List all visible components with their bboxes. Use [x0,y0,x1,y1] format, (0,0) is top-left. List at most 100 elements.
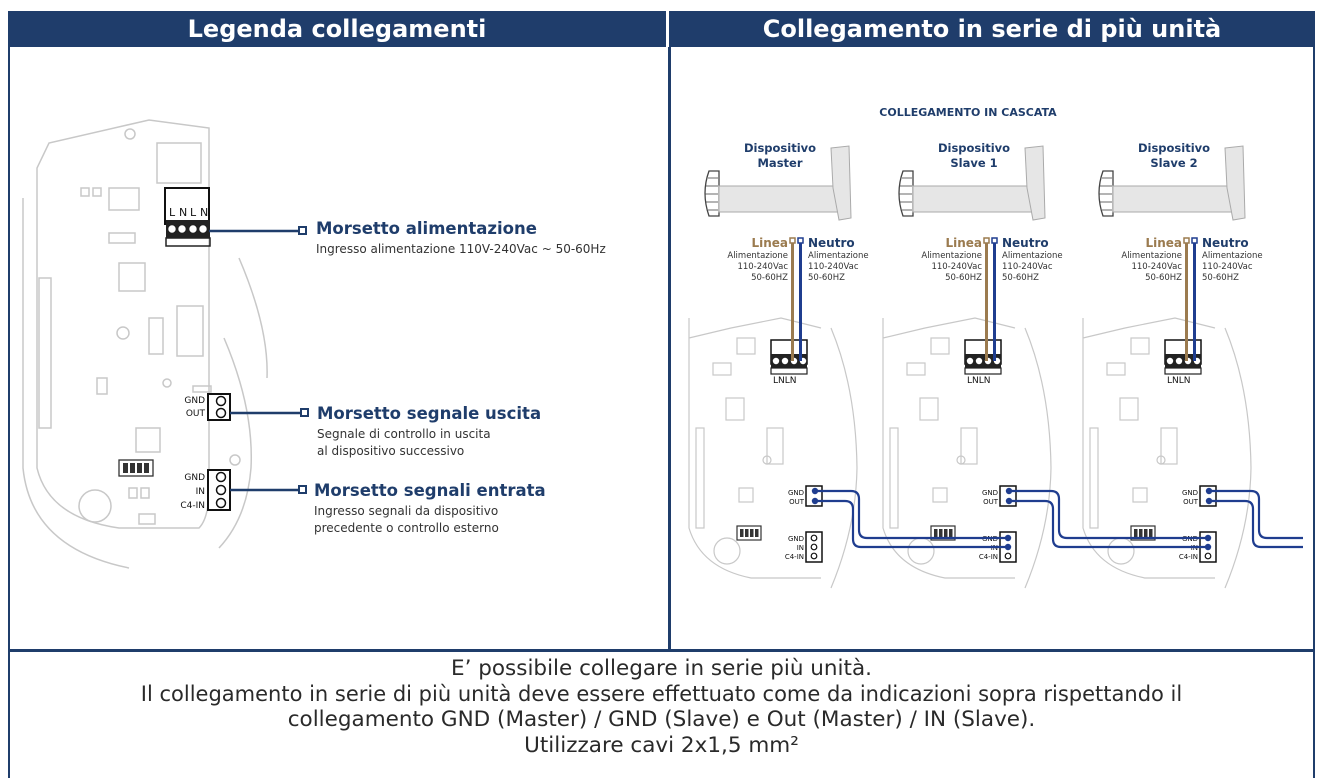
power-wires [789,237,804,361]
unit-master: Dispositivo Master Linea Neutro Alimenta… [688,141,869,589]
supply-right-1: Alimentazione [808,251,869,261]
power-terminal: L N L N [164,187,211,247]
board-edge [22,198,130,569]
legend-diagram: L N L N GND OUT GND IN C4-IN [22,119,606,569]
diagram-panel-border [8,47,1315,652]
supply-left-2: 110-240Vac [931,262,982,272]
terminal-letter-n1: N [179,206,187,219]
ribbon-connector [176,305,204,357]
supply-right-2: 110-240Vac [1202,262,1253,272]
board-curve [218,337,253,549]
pin-gnd-out: GND [982,489,998,497]
device-illustration [898,145,1046,221]
supply-left-3: 50-60HZ [1145,273,1182,283]
pin-c4-in: C4-IN [180,501,205,511]
supply-right-2: 110-240Vac [1002,262,1053,272]
callout-power-title: Morsetto alimentazione [316,219,537,238]
footer-notes: E’ possibile collegare in serie più unit… [8,652,1315,778]
regulator [118,262,146,292]
terminal-label: LNLN [773,376,797,386]
neutro-label: Neutro [1002,236,1049,250]
pin-out: OUT [186,409,206,419]
supply-left-1: Alimentazione [727,251,788,261]
power-wires [1183,237,1198,361]
unit-slave-2: Dispositivo Slave 2 Linea Neutro Aliment… [1082,141,1263,589]
supply-left-1: Alimentazione [921,251,982,261]
unit-slave-1: Dispositivo Slave 1 Linea Neutro Aliment… [882,141,1063,589]
device-label-line1: Dispositivo [744,141,816,155]
pin-gnd-in: GND [788,535,804,543]
pin-c4-in: C4-IN [979,553,998,561]
pin-gnd-in: GND [184,473,205,483]
callout-output-desc-2: al dispositivo successivo [317,444,464,458]
terminal-letter-l2: L [190,206,197,219]
screw-icon [116,326,130,340]
terminal-letter-l1: L [169,206,176,219]
board-block [156,142,202,184]
supply-right-3: 50-60HZ [1202,273,1239,283]
callout-output-desc-1: Segnale di controllo in uscita [317,427,491,441]
callout-input-title: Morsetto segnali entrata [314,481,546,500]
supply-left-2: 110-240Vac [1131,262,1182,272]
supply-left-3: 50-60HZ [751,273,788,283]
power-wires [983,237,998,361]
callout-output-title: Morsetto segnale uscita [317,404,541,423]
series-header: Collegamento in serie di più unità [669,11,1315,47]
callout-input-desc-1: Ingresso segnali da dispositivo [314,504,498,518]
device-label-line2: Master [757,156,802,170]
supply-left-1: Alimentazione [1121,251,1182,261]
input-terminal: GND IN C4-IN [180,469,231,511]
device-illustration [1098,145,1246,221]
pin-in: IN [797,544,804,552]
mount-hole [124,128,136,140]
pin-gnd-out: GND [1182,489,1198,497]
neutro-label: Neutro [808,236,855,250]
component [108,232,136,244]
pin-out: OUT [983,498,999,506]
terminal-letter-n2: N [200,206,208,219]
footer-line-2: Il collegamento in serie di più unità de… [140,681,1183,706]
output-terminal: GND OUT [184,393,231,421]
mcu-chip [135,427,161,453]
supply-right-1: Alimentazione [1002,251,1063,261]
supply-left-2: 110-240Vac [737,262,788,272]
cascade-title: COLLEGAMENTO IN CASCATA [879,106,1057,119]
panel-divider [668,47,671,652]
terminal-label: LNLN [967,376,991,386]
board-curve-2 [238,257,268,379]
terminal-label: LNLN [1167,376,1191,386]
supply-right-1: Alimentazione [1202,251,1263,261]
pin-gnd-out: GND [788,489,804,497]
series-header-text: Collegamento in serie di più unità [762,15,1222,43]
buzzer [78,489,112,523]
device-illustration [704,145,852,221]
pin-in: IN [196,487,205,497]
series-cables [817,489,1303,549]
device-label-line1: Dispositivo [1138,141,1210,155]
linea-label: Linea [751,236,788,250]
pin-out: OUT [1183,498,1199,506]
legend-header: Legenda collegamenti [8,11,666,47]
supply-right-3: 50-60HZ [1002,273,1039,283]
footer-line-4: Utilizzare cavi 2x1,5 mm² [524,732,799,758]
pin-c4-in: C4-IN [1179,553,1198,561]
supply-right-2: 110-240Vac [808,262,859,272]
pin-gnd-out: GND [184,396,205,406]
supply-right-3: 50-60HZ [808,273,845,283]
device-label-line2: Slave 1 [950,156,997,170]
legend-header-text: Legenda collegamenti [187,15,487,43]
chip [108,187,140,211]
edge-connector [38,277,52,429]
callout-input-desc-2: precedente o controllo esterno [314,521,499,535]
device-label-line1: Dispositivo [938,141,1010,155]
footer-line-1: E’ possibile collegare in serie più unit… [451,656,872,681]
device-label-line2: Slave 2 [1150,156,1197,170]
callout-power-desc: Ingresso alimentazione 110V-240Vac ~ 50-… [316,242,606,256]
pin-c4-in: C4-IN [785,553,804,561]
supply-left-3: 50-60HZ [945,273,982,283]
linea-label: Linea [1145,236,1182,250]
cascade-diagram: COLLEGAMENTO IN CASCATA Dispositivo Mast… [688,106,1303,589]
neutro-label: Neutro [1202,236,1249,250]
pin-out: OUT [789,498,805,506]
